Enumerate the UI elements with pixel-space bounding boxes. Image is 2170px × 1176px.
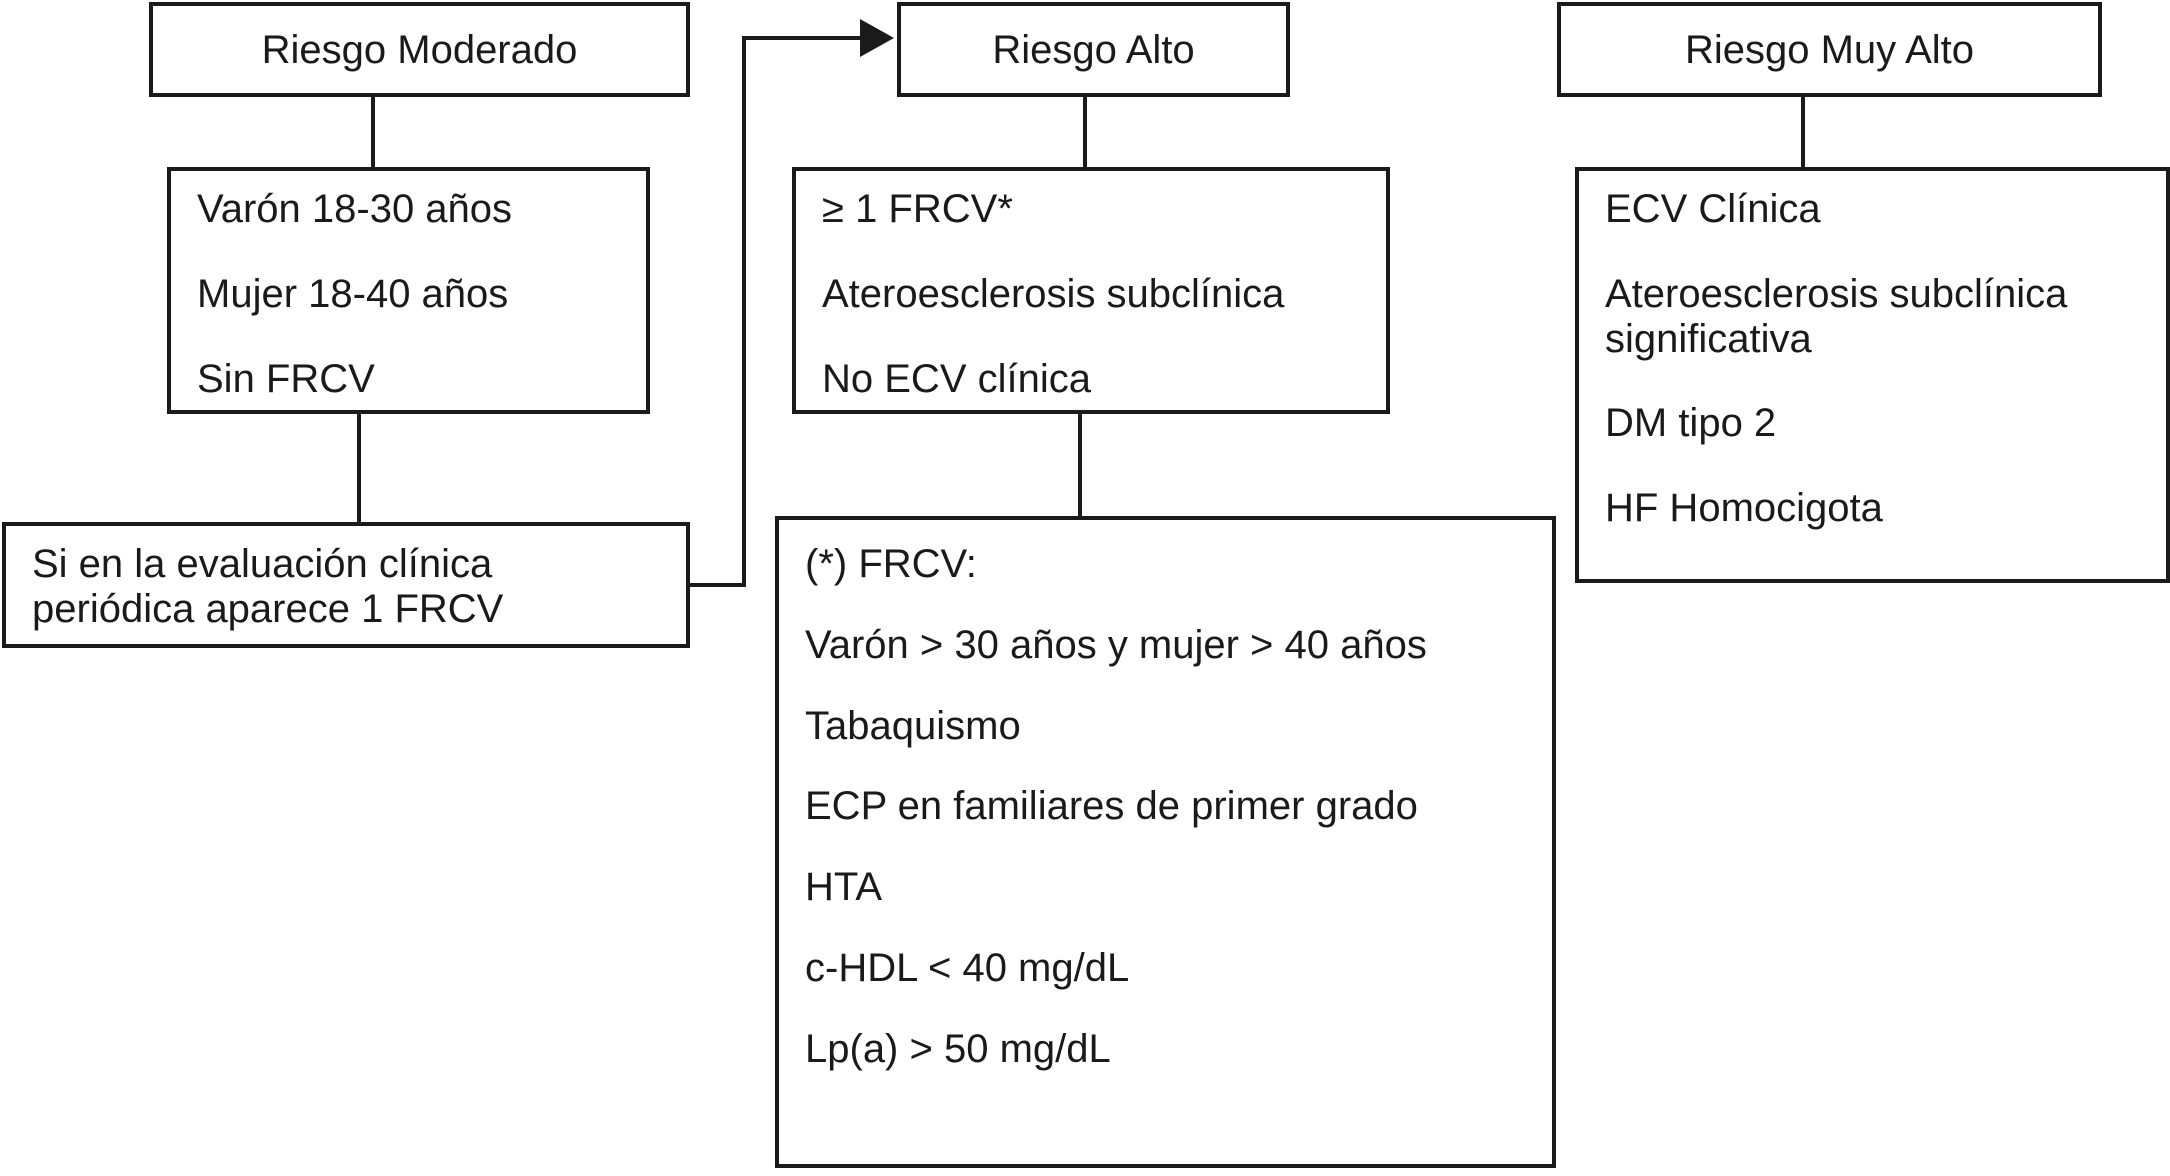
muyalto-criteria-item-1: Ateroesclerosis subclínica significativa	[1605, 271, 2068, 361]
frcv-item-0: Varón > 30 años y mujer > 40 años	[805, 622, 1427, 667]
node-moderado-criteria[interactable]: Varón 18-30 años Mujer 18-40 años Sin FR…	[167, 167, 650, 414]
connector-muyalto-to-criteria	[1801, 95, 1805, 169]
node-muyalto-criteria[interactable]: ECV Clínica Ateroesclerosis subclínica s…	[1575, 167, 2170, 583]
node-riesgo-moderado[interactable]: Riesgo Moderado	[149, 2, 690, 97]
frcv-item-1: Tabaquismo	[805, 703, 1021, 748]
arrowhead-to-riesgo-alto	[860, 19, 894, 57]
node-frcv-legend[interactable]: (*) FRCV: Varón > 30 años y mujer > 40 a…	[775, 516, 1556, 1168]
node-riesgo-alto-label: Riesgo Alto	[992, 27, 1195, 72]
connector-moderado-to-criteria	[371, 95, 375, 169]
connector-note-to-alto-segment-h2	[742, 36, 862, 40]
muyalto-criteria-item-0: ECV Clínica	[1605, 187, 1821, 231]
moderado-criteria-item-1: Mujer 18-40 años	[197, 271, 509, 316]
moderado-followup-text: Si en la evaluación clínica periódica ap…	[32, 542, 504, 631]
frcv-item-5: Lp(a) > 50 mg/dL	[805, 1026, 1111, 1071]
alto-criteria-item-1: Ateroesclerosis subclínica	[822, 271, 1285, 316]
connector-note-to-alto-segment-h1	[686, 583, 746, 587]
connector-alto-to-criteria	[1083, 95, 1087, 169]
connector-note-to-alto-segment-v	[742, 36, 746, 587]
connector-criteria-to-frcv	[1078, 412, 1082, 518]
connector-criteria-to-note	[357, 412, 361, 524]
node-riesgo-muy-alto[interactable]: Riesgo Muy Alto	[1557, 2, 2102, 97]
moderado-criteria-item-0: Varón 18-30 años	[197, 187, 513, 231]
node-riesgo-muy-alto-label: Riesgo Muy Alto	[1684, 27, 1975, 72]
alto-criteria-item-2: No ECV clínica	[822, 356, 1091, 401]
node-riesgo-moderado-label: Riesgo Moderado	[261, 27, 578, 72]
node-moderado-followup-note[interactable]: Si en la evaluación clínica periódica ap…	[2, 522, 690, 648]
frcv-item-3: HTA	[805, 865, 883, 910]
node-alto-criteria[interactable]: ≥ 1 FRCV* Ateroesclerosis subclínica No …	[792, 167, 1390, 414]
moderado-criteria-item-2: Sin FRCV	[197, 356, 375, 401]
muyalto-criteria-item-3: HF Homocigota	[1605, 486, 1883, 531]
node-riesgo-alto[interactable]: Riesgo Alto	[897, 2, 1290, 97]
muyalto-criteria-item-2: DM tipo 2	[1605, 401, 1777, 446]
alto-criteria-item-0: ≥ 1 FRCV*	[822, 187, 1013, 231]
frcv-item-4: c-HDL < 40 mg/dL	[805, 945, 1130, 990]
frcv-legend-heading: (*) FRCV:	[805, 542, 977, 586]
frcv-item-2: ECP en familiares de primer grado	[805, 784, 1418, 829]
